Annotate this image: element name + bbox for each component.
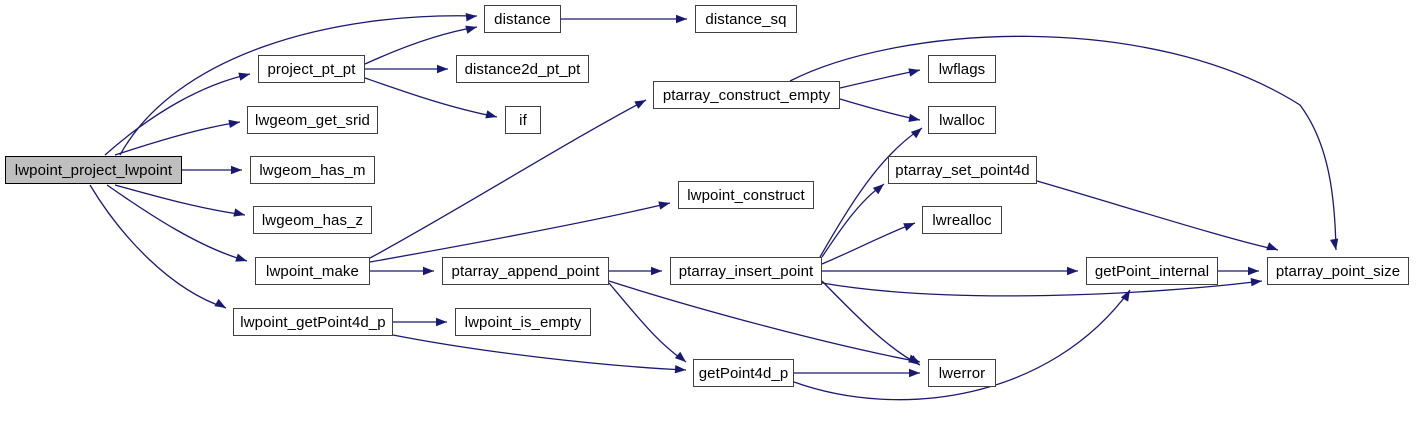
node-lwerror[interactable]: lwerror xyxy=(928,359,996,387)
node-project_pt_pt[interactable]: project_pt_pt xyxy=(258,55,365,83)
node-lwpoint_getPoint4d_p[interactable]: lwpoint_getPoint4d_p xyxy=(233,308,393,336)
node-distance_sq[interactable]: distance_sq xyxy=(695,5,797,33)
node-distance[interactable]: distance xyxy=(484,5,561,33)
node-lwpoint_is_empty[interactable]: lwpoint_is_empty xyxy=(455,308,591,336)
node-lwrealloc[interactable]: lwrealloc xyxy=(922,206,1002,234)
node-ptarray_append_point[interactable]: ptarray_append_point xyxy=(442,257,609,285)
node-label: getPoint4d_p xyxy=(698,364,789,382)
node-lwalloc[interactable]: lwalloc xyxy=(928,106,996,134)
node-label: ptarray_point_size xyxy=(1275,262,1401,280)
node-label: ptarray_append_point xyxy=(451,262,600,280)
node-ptarray_set_point4d[interactable]: ptarray_set_point4d xyxy=(888,156,1037,184)
node-label: ptarray_construct_empty xyxy=(662,86,831,104)
node-label: lwpoint_construct xyxy=(687,186,805,204)
node-ptarray_point_size[interactable]: ptarray_point_size xyxy=(1267,257,1409,285)
node-label: lwpoint_project_lwpoint xyxy=(14,161,173,179)
node-lwgeom_has_z[interactable]: lwgeom_has_z xyxy=(253,206,372,234)
node-label: lwerror xyxy=(938,364,986,382)
node-label: lwgeom_has_z xyxy=(261,211,364,229)
node-label: distance2d_pt_pt xyxy=(464,60,581,78)
node-label: lwrealloc xyxy=(932,211,992,229)
node-label: lwpoint_is_empty xyxy=(464,313,582,331)
node-getPoint4d_p[interactable]: getPoint4d_p xyxy=(693,359,794,387)
node-label: lwpoint_make xyxy=(266,262,359,280)
node-label: lwpoint_getPoint4d_p xyxy=(240,313,386,331)
node-lwpoint_construct[interactable]: lwpoint_construct xyxy=(678,181,814,209)
node-label: lwgeom_has_m xyxy=(259,161,366,179)
node-if[interactable]: if xyxy=(505,106,541,134)
node-lwgeom_has_m[interactable]: lwgeom_has_m xyxy=(250,156,375,184)
node-label: distance xyxy=(494,10,551,28)
node-lwgeom_get_srid[interactable]: lwgeom_get_srid xyxy=(247,106,378,134)
node-getPoint_internal[interactable]: getPoint_internal xyxy=(1086,257,1218,285)
node-label: ptarray_set_point4d xyxy=(895,161,1030,179)
node-label: if xyxy=(519,111,527,129)
node-lwpoint_project_lwpoint[interactable]: lwpoint_project_lwpoint xyxy=(5,156,182,184)
node-label: lwalloc xyxy=(939,111,985,129)
node-ptarray_construct_empty[interactable]: ptarray_construct_empty xyxy=(653,81,840,109)
node-label: distance_sq xyxy=(705,10,787,28)
node-label: ptarray_insert_point xyxy=(678,262,814,280)
node-label: lwgeom_get_srid xyxy=(255,111,370,129)
node-lwpoint_make[interactable]: lwpoint_make xyxy=(255,257,370,285)
node-label: getPoint_internal xyxy=(1094,262,1210,280)
node-label: project_pt_pt xyxy=(267,60,356,78)
node-lwflags[interactable]: lwflags xyxy=(928,55,996,83)
node-distance2d_pt_pt[interactable]: distance2d_pt_pt xyxy=(456,55,589,83)
node-ptarray_insert_point[interactable]: ptarray_insert_point xyxy=(670,257,822,285)
node-label: lwflags xyxy=(938,60,986,78)
